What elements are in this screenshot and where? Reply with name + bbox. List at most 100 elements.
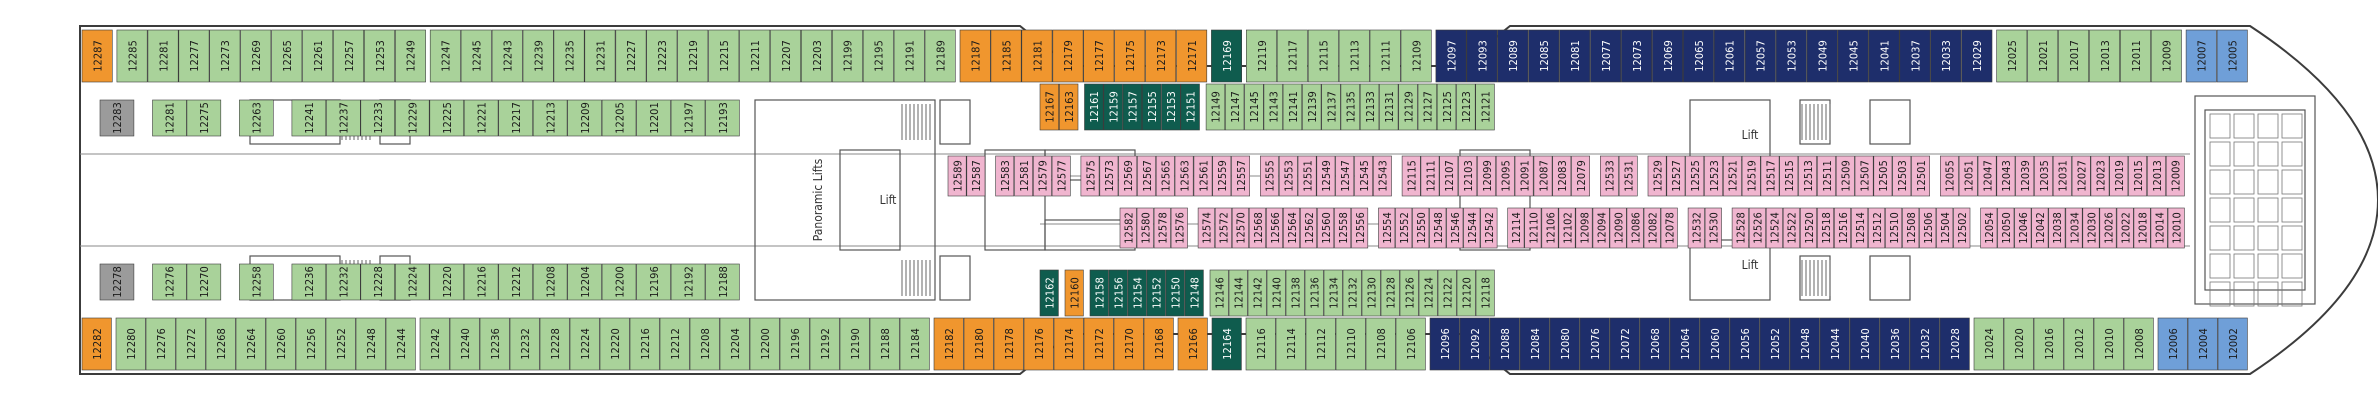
cabin-label-12037: 12037 (1909, 40, 1922, 71)
cabin-label-12508: 12508 (1905, 212, 1918, 243)
cabin-label-12161: 12161 (1088, 91, 1101, 122)
cabin-12020 (2003, 317, 2034, 371)
structure-block (839, 149, 901, 251)
cabin-12277 (178, 29, 210, 83)
cabin-12033 (1930, 29, 1962, 83)
cabin-12220 (429, 263, 464, 301)
cabin-12176 (1023, 317, 1054, 371)
cabin-12138 (1285, 269, 1305, 317)
cabin-label-12554: 12554 (1381, 212, 1394, 243)
cabin-label-12224: 12224 (407, 266, 420, 297)
bow-grid-cell (2209, 141, 2231, 167)
cabin-12153 (1161, 83, 1181, 131)
cabin-label-12543: 12543 (1377, 160, 1390, 191)
cabin-12127 (1417, 83, 1438, 131)
cabin-12108 (1365, 317, 1396, 371)
cabin-12177 (1083, 29, 1115, 83)
cabin-12212 (498, 263, 533, 301)
cabin-12079 (1571, 155, 1591, 197)
cabin-label-12084: 12084 (1529, 328, 1542, 359)
cabin-label-12169: 12169 (1221, 40, 1234, 71)
cabin-label-12135: 12135 (1345, 91, 1358, 122)
cabin-label-12577: 12577 (1056, 160, 1069, 191)
cabin-label-12112: 12112 (1315, 328, 1328, 359)
cabin-label-12045: 12045 (1847, 40, 1860, 71)
cabin-label-12035: 12035 (2038, 160, 2051, 191)
cabin-label-12526: 12526 (1752, 212, 1765, 243)
cabin-label-12174: 12174 (1063, 328, 1076, 359)
cabin-label-12027: 12027 (2076, 160, 2089, 191)
cabin-label-12511: 12511 (1821, 160, 1834, 191)
cabin-12065 (1683, 29, 1714, 83)
cabin-12504 (1936, 207, 1954, 249)
cabin-12513 (1798, 155, 1818, 197)
cabin-label-12089: 12089 (1507, 40, 1520, 71)
cabin-label-12263: 12263 (251, 102, 264, 133)
cabin-label-12570: 12570 (1235, 212, 1248, 243)
cabin-label-12207: 12207 (780, 40, 793, 71)
cabin-label-12542: 12542 (1483, 212, 1496, 243)
cabin-label-12042: 12042 (2034, 212, 2047, 243)
cabin-12275 (186, 99, 222, 137)
cabin-label-12028: 12028 (1949, 328, 1962, 359)
cabin-12004 (2187, 317, 2218, 371)
cabin-12574 (1197, 207, 1215, 249)
cabin-label-12121: 12121 (1479, 91, 1492, 122)
cabin-label-12211: 12211 (749, 40, 762, 71)
cabin-12162 (1039, 269, 1059, 317)
cabin-12188 (705, 263, 740, 301)
cabin-12200 (601, 263, 637, 301)
cabin-label-12144: 12144 (1233, 277, 1246, 308)
bow-grid-cell (2209, 253, 2231, 279)
cabin-label-12106: 12106 (1405, 328, 1418, 359)
cabin-12081 (1559, 29, 1591, 83)
cabin-label-12204: 12204 (579, 266, 592, 297)
cabin-label-12136: 12136 (1309, 277, 1322, 308)
cabin-12026 (2099, 207, 2117, 249)
cabin-label-12209: 12209 (579, 102, 592, 133)
cabin-label-12109: 12109 (1410, 40, 1423, 71)
cabin-12512 (1868, 207, 1886, 249)
cabin-label-12188: 12188 (717, 266, 730, 297)
cabin-label-12047: 12047 (1981, 160, 1994, 191)
cabin-12082 (1643, 207, 1661, 249)
cabin-12510 (1885, 207, 1903, 249)
cabin-label-12124: 12124 (1423, 277, 1436, 308)
cabin-label-12233: 12233 (372, 102, 385, 133)
cabin-12143 (1263, 83, 1283, 131)
cabin-12256 (295, 317, 326, 371)
cabin-label-12036: 12036 (1889, 328, 1902, 359)
cabin-12131 (1379, 83, 1399, 131)
cabin-12060 (1699, 317, 1730, 371)
cabin-12551 (1297, 155, 1317, 197)
cabin-label-12111: 12111 (1380, 40, 1393, 71)
cabin-label-12158: 12158 (1094, 277, 1107, 308)
cabin-label-12565: 12565 (1160, 160, 1173, 191)
cabin-label-12008: 12008 (2133, 328, 2146, 359)
cabin-12145 (1244, 83, 1264, 131)
cabin-label-12583: 12583 (999, 160, 1012, 191)
cabin-label-12140: 12140 (1271, 277, 1284, 308)
cabin-12099 (1477, 155, 1496, 197)
cabin-12281 (147, 29, 179, 83)
cabin-12010 (2167, 207, 2185, 249)
cabin-12204 (719, 317, 750, 371)
bow-grid-cell (2281, 113, 2303, 139)
cabin-12224 (569, 317, 600, 371)
cabin-12555 (1260, 155, 1279, 197)
cabin-label-12176: 12176 (1033, 328, 1046, 359)
bow-grid-cell (2257, 197, 2279, 223)
cabin-label-12552: 12552 (1398, 212, 1411, 243)
cabin-label-12545: 12545 (1358, 160, 1371, 191)
cabin-12542 (1480, 207, 1498, 249)
cabin-label-12276: 12276 (164, 266, 177, 297)
cabin-label-12098: 12098 (1578, 212, 1591, 243)
cabin-label-12177: 12177 (1093, 40, 1106, 71)
cabin-12546 (1446, 207, 1464, 249)
cabin-label-12107: 12107 (1443, 160, 1456, 191)
cabin-12171 (1176, 29, 1208, 83)
cabin-label-12245: 12245 (471, 40, 484, 71)
cabin-label-12119: 12119 (1256, 40, 1269, 71)
cabin-label-12507: 12507 (1858, 160, 1871, 191)
cabin-label-12530: 12530 (1708, 212, 1721, 243)
